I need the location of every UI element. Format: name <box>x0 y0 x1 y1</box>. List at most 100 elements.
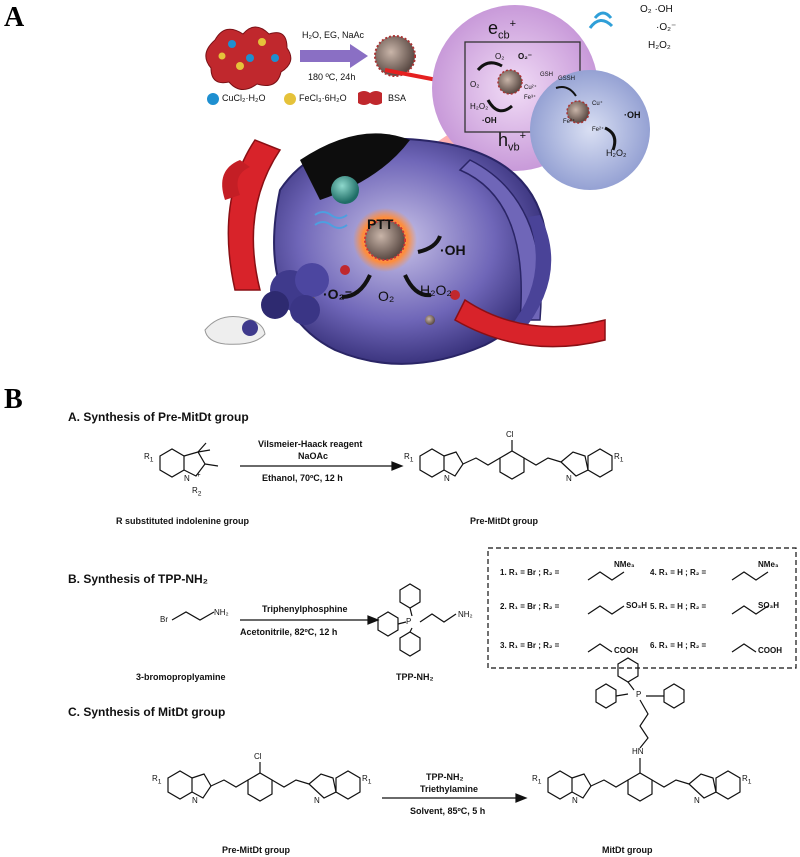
substituent-3-group: COOH <box>614 646 638 655</box>
atom-plus-a: + <box>196 470 201 479</box>
top-h2o2: H₂O₂ <box>648 40 671 51</box>
section-a-start-caption: R substituted indolenine group <box>116 516 249 526</box>
section-b-title: B. Synthesis of TPP-NH₂ <box>68 572 209 586</box>
membrane-fragment-far <box>510 215 552 335</box>
atom-r1-b: R1 <box>404 452 414 464</box>
inset-arrow-1 <box>476 61 503 72</box>
mouse-tumor <box>242 320 258 336</box>
mitdt-structure <box>547 657 741 802</box>
section-a-title: A. Synthesis of Pre-MitDt group <box>68 410 249 424</box>
section-a-reagent-1: Vilsmeier-Haack reagent <box>258 439 363 449</box>
ptt-label: PTT <box>367 216 394 232</box>
section-c-start-caption: Pre-MitDt group <box>222 845 290 855</box>
inset-fe3plus: Fe³⁺ <box>524 95 537 101</box>
radical-arrow-1 <box>593 11 613 19</box>
atom-r1-a: R1 <box>144 452 154 464</box>
cell-h2o2: H₂O₂ <box>420 282 452 298</box>
section-b-conditions: Acetonitrile, 82ºC, 12 h <box>240 627 338 637</box>
atom-r1-g: R1 <box>742 774 752 786</box>
radical-arrow-2 <box>588 19 614 29</box>
substituent-chains <box>587 571 769 653</box>
atom-n-g: N <box>694 796 700 805</box>
inset-hydroxyl: ·OH <box>482 116 497 125</box>
cell-o2: O₂ <box>378 288 395 304</box>
gsh-arrow <box>555 86 577 97</box>
cu-precursor-marker <box>207 93 219 105</box>
atom-cl-b: Cl <box>254 752 262 761</box>
substituent-6-group: COOH <box>758 646 782 655</box>
synthesis-temp-time: 180 ºC, 24h <box>308 72 356 82</box>
inset-gssh: GSSH <box>558 76 576 82</box>
atom-n-c: N <box>566 474 572 483</box>
panel-a-illustration <box>204 5 650 365</box>
cell-superoxide: ·O₂⁻ <box>323 286 353 302</box>
atom-cl-a: Cl <box>506 430 514 439</box>
inset-arrow-3 <box>604 126 617 151</box>
substituent-5-group: SO₃H <box>758 601 780 610</box>
atom-r1-f: R1 <box>532 774 542 786</box>
substituent-1-label: 1. R₁ = Br ; R₂ = <box>500 568 560 577</box>
section-a-conditions: Ethanol, 70ºC, 12 h <box>262 473 343 483</box>
top-radical-superoxide: ·O₂⁻ <box>656 22 677 33</box>
legend-cu-label: CuCl₂·H₂O <box>222 93 266 103</box>
atom-r1-d: R1 <box>152 774 162 786</box>
tpp-nh2-structure <box>377 583 457 657</box>
nanoparticle-cluster <box>261 263 329 325</box>
bsa-marker <box>358 91 382 105</box>
section-c-product-caption: MitDt group <box>602 845 653 855</box>
atom-n-d: N <box>192 796 198 805</box>
synthesis-conditions: H₂O, EG, NaAc <box>302 30 365 40</box>
section-c-reagent-1: TPP-NH₂ <box>426 772 464 782</box>
atom-n-b: N <box>444 474 450 483</box>
atom-p: P <box>406 617 412 626</box>
panel-label-a: A <box>4 2 25 33</box>
substituent-box <box>487 547 797 669</box>
atom-n-f: N <box>572 796 578 805</box>
inset-nanoparticle-2 <box>566 100 590 124</box>
inset-hydroxyl-2: ·OH <box>624 110 641 120</box>
bromopropylamine-chain <box>171 611 215 621</box>
section-c-title: C. Synthesis of MitDt group <box>68 705 226 719</box>
atom-r2-a: R2 <box>192 486 202 498</box>
atom-r1-e: R1 <box>362 774 372 786</box>
inset-cu2plus: Cu²⁺ <box>524 85 537 91</box>
section-a-reagent-2: NaOAc <box>298 451 329 461</box>
blood-vessel-right <box>454 298 606 348</box>
atom-n-a: N <box>184 474 190 483</box>
teal-organelle <box>331 176 359 204</box>
inset-nanoparticle <box>497 69 523 95</box>
ptt-nanoparticle <box>364 219 406 261</box>
inset-h2o2-b: H₂O₂ <box>606 148 627 158</box>
inset-o2-left: O₂ <box>470 80 480 89</box>
indolenine-structure <box>159 442 219 478</box>
substituent-4-label: 4. R₁ = H ; R₂ = <box>650 568 707 577</box>
section-b-product-caption: TPP-NH₂ <box>396 672 434 682</box>
fe-precursor-marker <box>284 93 296 105</box>
inset-gsh: GSH <box>540 72 554 78</box>
section-a-product-caption: Pre-MitDt group <box>470 516 538 526</box>
substituent-1-group: NMe₃ <box>614 560 635 569</box>
nanoparticle-product <box>374 35 416 77</box>
section-b-reagent: Triphenylphosphine <box>262 604 348 614</box>
substituent-6-label: 6. R₁ = H ; R₂ = <box>650 641 707 650</box>
redox-circle <box>530 70 650 190</box>
substituent-4-group: NMe₃ <box>758 560 779 569</box>
atom-nh2-a: NH₂ <box>214 608 229 617</box>
legend-bsa-label: BSA <box>388 93 407 103</box>
inset-cuplus: Cu⁺ <box>592 101 603 107</box>
inset-superoxide: O₂⁻ <box>518 52 532 61</box>
atom-r1-c: R1 <box>614 452 624 464</box>
substituent-2-group: SO₃H <box>626 601 648 610</box>
atom-br: Br <box>160 615 168 624</box>
bsa-protein-cluster <box>205 26 292 90</box>
valence-band-label: hvb+ <box>498 130 527 154</box>
inset-h2o2: H₂O₂ <box>470 102 489 111</box>
pre-mitdt-structure <box>419 440 613 480</box>
substituent-5-label: 5. R₁ = H ; R₂ = <box>650 602 707 611</box>
inset-o2-top: O₂ <box>495 52 505 61</box>
blood-vessel-branch <box>222 160 250 200</box>
cell-hydroxyl: ·OH <box>440 242 466 258</box>
substituent-3-label: 3. R₁ = Br ; R₂ = <box>500 641 560 650</box>
inset-fe2plus-b: Fe²⁺ <box>592 127 605 133</box>
atom-n-e: N <box>314 796 320 805</box>
